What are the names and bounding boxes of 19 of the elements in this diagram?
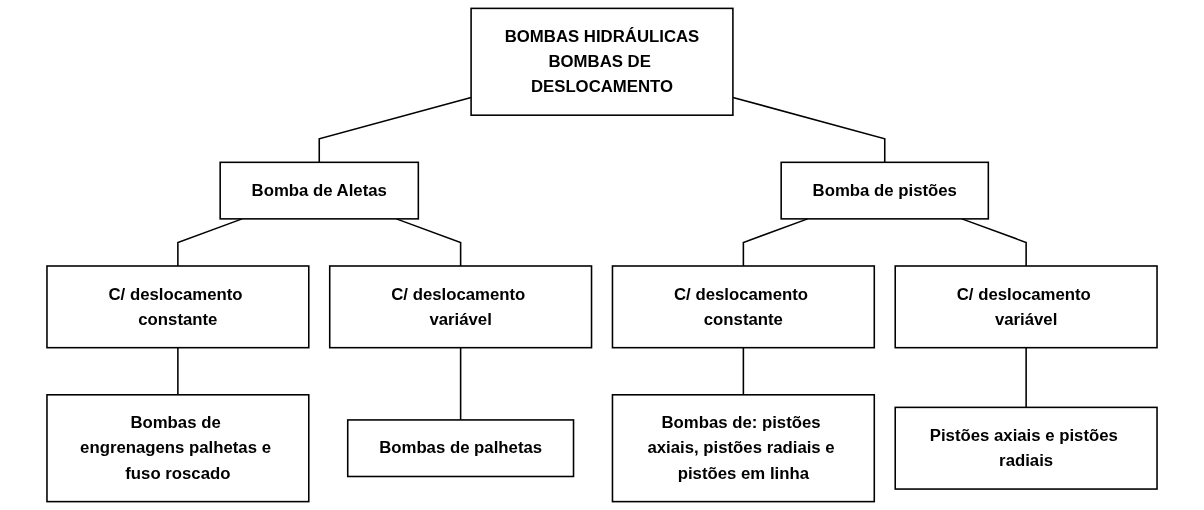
connector [318,96,472,164]
connector [177,346,179,396]
connector [459,346,462,421]
node-box: C/ deslocamento variável [328,265,593,349]
connector [1025,346,1027,409]
node-box: C/ deslocamento constante [46,265,310,349]
connector [742,346,745,396]
connector [732,96,886,164]
node-box: Pistões axiais e pistões radiais [894,406,1158,490]
node-box: Bombas de: pistões axiais, pistões radiais e pistões em linha [611,394,876,503]
connector [961,218,1027,267]
node-box: BOMBAS HIDRÁULICAS BOMBAS DE DESLOCAMENTO [470,7,734,116]
node-box: Bombas de palhetas [346,419,575,478]
node-box: C/ deslocamento constante [611,265,876,349]
node-box: C/ deslocamento variável [894,265,1158,349]
node-box: Bombas de engrenagens palhetas e fuso roscado [46,394,310,503]
node-box: Bomba de pistões [780,161,990,220]
node-box: Bomba de Aletas [219,161,420,220]
connector [177,218,243,267]
